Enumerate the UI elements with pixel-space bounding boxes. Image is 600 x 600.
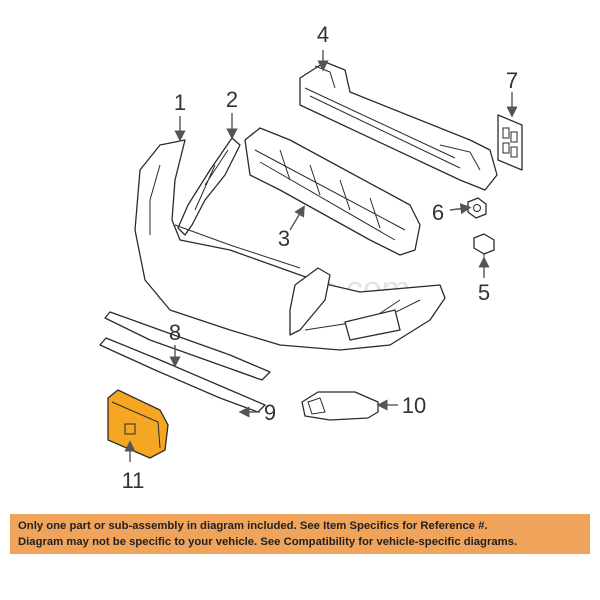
callout-11: 11	[122, 468, 145, 493]
leader-3	[289, 205, 305, 231]
callout-6: 6	[432, 200, 444, 225]
part-4-reinforcement-beam	[299, 61, 498, 191]
part-5-bolt	[473, 233, 495, 262]
part-8-lower-strip	[99, 311, 271, 413]
leader-6	[449, 203, 472, 215]
part-2-side-bracket	[177, 137, 241, 236]
part-10-fog-lamp	[301, 391, 379, 421]
disclaimer-line-1: Only one part or sub-assembly in diagram…	[18, 520, 488, 532]
callout-10: 10	[402, 393, 426, 418]
callout-4: 4	[317, 22, 329, 47]
callout-2: 2	[226, 87, 238, 112]
leader-lines	[124, 50, 518, 462]
part-1-bumper-cover	[134, 139, 446, 351]
part-7-bracket	[497, 114, 523, 171]
callout-1: 1	[174, 90, 186, 115]
callout-7: 7	[506, 68, 518, 93]
part-11-license-bracket	[107, 389, 169, 459]
part-3-energy-absorber	[244, 127, 421, 256]
part-6-nut	[467, 197, 487, 219]
disclaimer-banner: Only one part or sub-assembly in diagram…	[10, 514, 590, 554]
callout-3: 3	[278, 226, 290, 251]
callout-9: 9	[264, 400, 276, 425]
callout-8: 8	[169, 320, 181, 345]
callout-5: 5	[478, 280, 490, 305]
disclaimer-line-2: Diagram may not be specific to your vehi…	[18, 536, 518, 548]
